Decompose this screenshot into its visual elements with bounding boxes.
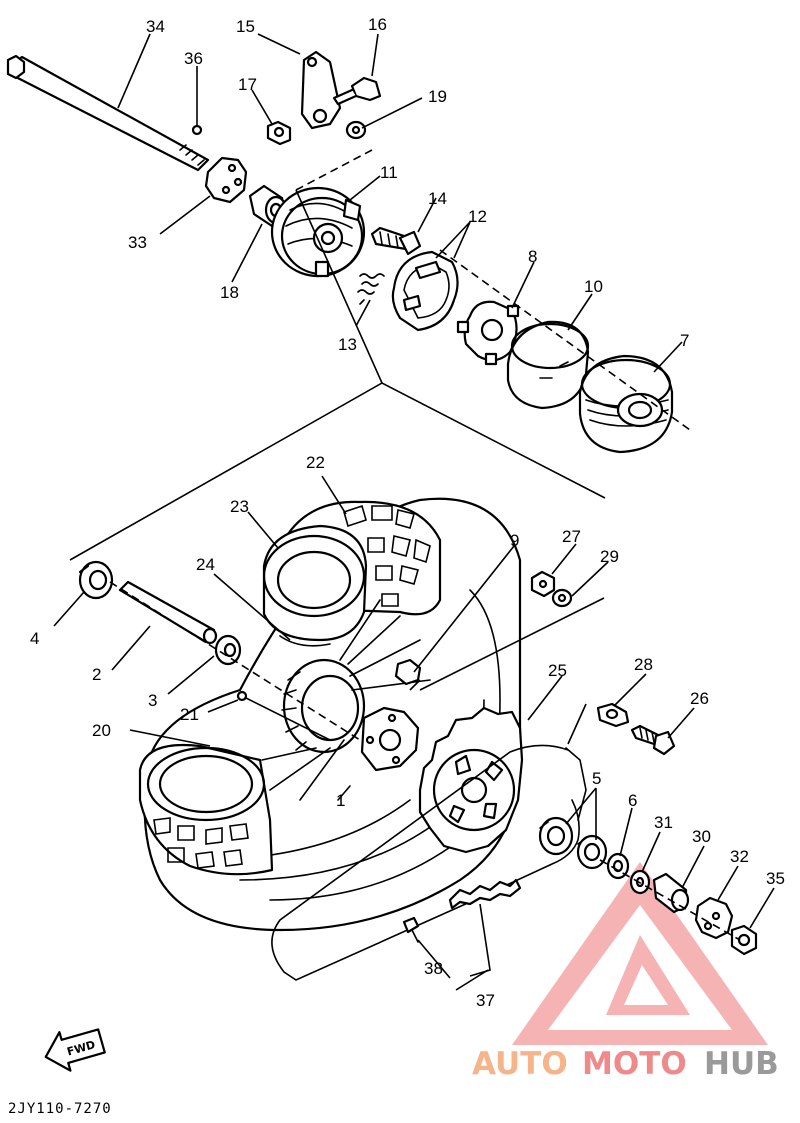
callout-37: 37 [476, 991, 495, 1010]
callout-12: 12 [468, 207, 487, 226]
callout-20: 20 [92, 721, 111, 740]
callout-27: 27 [562, 527, 581, 546]
watermark-text: AUTO MOTO HUB [472, 1046, 779, 1082]
part-bearing-left [78, 560, 114, 600]
callout-10: 10 [584, 277, 603, 296]
watermark-text-hub: HUB [704, 1046, 779, 1082]
part-axle [6, 54, 210, 172]
part-tire-lower [138, 744, 274, 876]
part-spoke [236, 690, 331, 741]
part-clutch-hub [360, 706, 420, 772]
part-chain-joint [448, 878, 522, 910]
callout-36: 36 [184, 49, 203, 68]
callout-31: 31 [654, 813, 673, 832]
callout-14: 14 [428, 189, 447, 208]
callout-4: 4 [30, 629, 39, 648]
callout-26: 26 [690, 689, 709, 708]
part-tube [262, 524, 368, 642]
callout-34: 34 [146, 17, 165, 36]
callout-13: 13 [338, 335, 357, 354]
callout-30: 30 [692, 827, 711, 846]
diagram-code: 2JY110-7270 [8, 1101, 112, 1117]
callout-16: 16 [368, 15, 387, 34]
callout-2: 2 [92, 665, 101, 684]
part-nut-32 [694, 896, 734, 940]
part-spring [357, 273, 385, 305]
callout-32: 32 [730, 847, 749, 866]
callout-29: 29 [600, 547, 619, 566]
callout-7: 7 [680, 331, 689, 350]
part-washer-29 [551, 588, 573, 608]
callout-5: 5 [592, 769, 601, 788]
callout-11: 11 [380, 163, 398, 182]
callout-17: 17 [238, 75, 257, 94]
callout-6: 6 [628, 791, 637, 810]
callout-21: 21 [180, 705, 199, 724]
alignment-line-top [295, 149, 691, 431]
part-nut-27 [530, 570, 556, 598]
part-chain-clip [402, 916, 420, 943]
callout-18: 18 [220, 283, 239, 302]
part-nut-17 [266, 120, 292, 146]
part-oil-seal [214, 634, 242, 666]
callout-38: 38 [424, 959, 443, 978]
callout-1: 1 [336, 791, 345, 810]
part-nut-9 [394, 658, 422, 686]
assembly-bracket [69, 189, 606, 561]
callout-25: 25 [548, 661, 567, 680]
part-brake-drum-ring [506, 320, 590, 410]
part-washer-19 [345, 120, 367, 140]
part-bolt-16 [332, 76, 382, 106]
part-nut-35 [730, 924, 758, 956]
part-brake-shoes [391, 250, 459, 332]
callout-8: 8 [528, 247, 537, 266]
callout-19: 19 [428, 87, 447, 106]
part-rim-band [279, 635, 331, 647]
part-hub-drum [578, 354, 674, 454]
part-axle-nut [204, 156, 248, 204]
watermark-logo [512, 862, 768, 1045]
part-hub-indicator [337, 785, 351, 801]
callout-labels: 34 36 15 16 17 19 11 14 12 33 8 18 10 13… [30, 15, 785, 1010]
part-spacer [118, 580, 218, 645]
part-cotter-pin [191, 71, 203, 136]
part-seal-6 [606, 852, 630, 880]
watermark-text-auto: AUTO [472, 1046, 568, 1082]
part-brake-shoe-plate [270, 186, 366, 278]
callout-28: 28 [634, 655, 653, 674]
callout-23: 23 [230, 497, 249, 516]
callout-3: 3 [148, 691, 157, 710]
watermark-text-moto: MOTO [582, 1046, 687, 1082]
leader-lines [53, 33, 775, 991]
alignment-line-wheel [109, 581, 741, 941]
part-adjusting-bolt [630, 724, 676, 756]
callout-22: 22 [306, 453, 325, 472]
callout-15: 15 [236, 17, 255, 36]
part-bearings-right [538, 816, 608, 870]
callout-35: 35 [766, 869, 785, 888]
callout-9: 9 [510, 531, 519, 550]
callout-33: 33 [128, 233, 147, 252]
forward-direction-arrow: FWD [44, 1028, 106, 1072]
part-brake-cam-lever [300, 50, 342, 130]
part-chain-adjuster [596, 702, 630, 728]
part-pivot-bolt [370, 226, 422, 256]
part-collar-30 [652, 872, 690, 914]
callout-24: 24 [196, 555, 215, 574]
